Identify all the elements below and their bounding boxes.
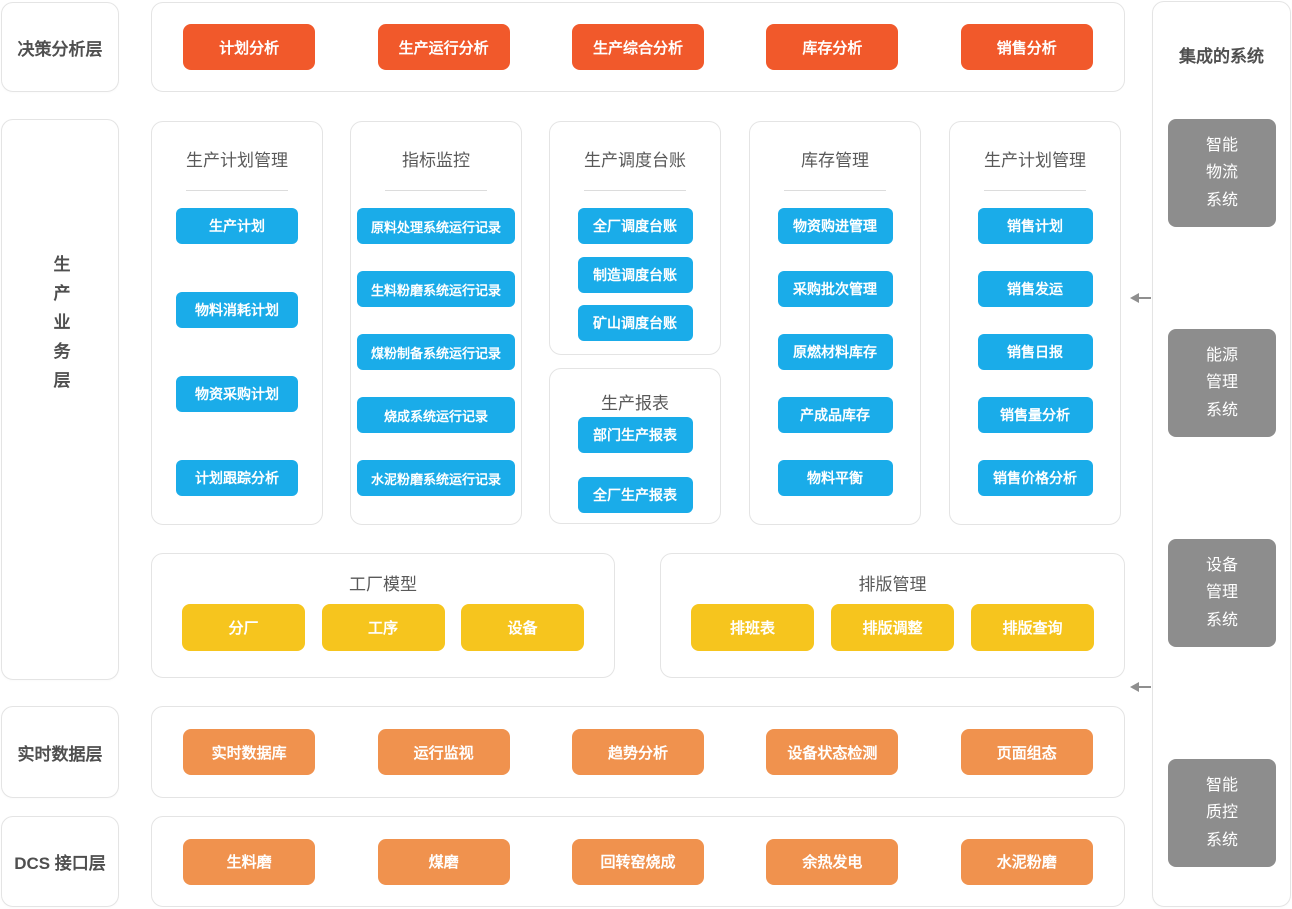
panel-title: 生产计划管理 <box>186 151 288 170</box>
module-button[interactable]: 排版查询 <box>971 604 1094 651</box>
decision-layer-panel: 计划分析 生产运行分析 生产综合分析 库存分析 销售分析 <box>151 2 1125 92</box>
module-button[interactable]: 生产计划 <box>176 208 298 244</box>
dcs-module-button[interactable]: 生料磨 <box>183 838 316 885</box>
realtime-layer-panel: 实时数据库 运行监视 趋势分析 设备状态检测 页面组态 <box>151 706 1125 798</box>
module-button[interactable]: 产成品库存 <box>777 397 893 433</box>
integrated-systems-panel: 集成的系统 智能 物流 系统 能源 管理 系统 设备 管理 系统 智能 质控 系… <box>1152 1 1291 907</box>
module-button[interactable]: 水泥粉磨系统运行记录 <box>357 460 515 496</box>
system-box-energy[interactable]: 能源 管理 系统 <box>1168 329 1276 437</box>
integrated-systems-title: 集成的系统 <box>1179 47 1264 66</box>
divider <box>385 190 487 191</box>
divider <box>984 190 1086 191</box>
layer-label-realtime: 实时数据层 <box>17 744 103 764</box>
module-button[interactable]: 烧成系统运行记录 <box>357 397 515 433</box>
layer-label-dcs: DCS 接口层 <box>14 854 106 873</box>
divider <box>186 190 288 191</box>
module-button[interactable]: 物料平衡 <box>777 460 893 496</box>
divider <box>584 190 686 191</box>
system-box-quality[interactable]: 智能 质控 系统 <box>1168 759 1276 867</box>
realtime-module-button[interactable]: 运行监视 <box>377 729 510 775</box>
arrow-left-icon <box>1130 681 1151 693</box>
module-button[interactable]: 分厂 <box>182 604 305 651</box>
dcs-module-button[interactable]: 水泥粉磨 <box>960 838 1093 885</box>
panel-production-reports: 生产报表 部门生产报表 全厂生产报表 <box>549 368 721 524</box>
panel-sales-plan-mgmt: 生产计划管理 销售计划 销售发运 销售日报 销售量分析 销售价格分析 <box>949 121 1121 525</box>
panel-title: 工厂模型 <box>349 575 417 594</box>
module-button[interactable]: 矿山调度台账 <box>577 305 693 341</box>
module-button[interactable]: 销售量分析 <box>977 397 1093 433</box>
panel-production-plan-mgmt: 生产计划管理 生产计划 物料消耗计划 物资采购计划 计划跟踪分析 <box>151 121 323 525</box>
panel-title: 生产计划管理 <box>984 151 1086 170</box>
realtime-module-button[interactable]: 设备状态检测 <box>766 729 899 775</box>
dcs-module-button[interactable]: 煤磨 <box>377 838 510 885</box>
decision-module-button[interactable]: 销售分析 <box>960 24 1093 70</box>
panel-layout-mgmt: 排版管理 排班表 排版调整 排版查询 <box>660 553 1125 678</box>
module-button[interactable]: 物资购进管理 <box>777 208 893 244</box>
layer-card-decision: 决策分析层 <box>1 2 119 92</box>
module-button[interactable]: 计划跟踪分析 <box>176 460 298 496</box>
realtime-module-button[interactable]: 页面组态 <box>960 729 1093 775</box>
module-button[interactable]: 原燃材料库存 <box>777 334 893 370</box>
layer-card-business: 生产业务层 <box>1 119 119 680</box>
dcs-module-button[interactable]: 余热发电 <box>766 838 899 885</box>
module-button[interactable]: 销售发运 <box>977 271 1093 307</box>
module-button[interactable]: 销售价格分析 <box>977 460 1093 496</box>
arrow-left-icon <box>1130 292 1151 304</box>
dcs-layer-panel: 生料磨 煤磨 回转窑烧成 余热发电 水泥粉磨 <box>151 816 1125 907</box>
panel-factory-model: 工厂模型 分厂 工序 设备 <box>151 553 615 678</box>
layer-label-decision: 决策分析层 <box>17 39 103 59</box>
layer-label-business: 生产业务层 <box>50 254 70 400</box>
panel-title: 库存管理 <box>801 151 869 170</box>
layer-card-dcs: DCS 接口层 <box>1 816 119 907</box>
module-button[interactable]: 生料粉磨系统运行记录 <box>357 271 515 307</box>
module-button[interactable]: 采购批次管理 <box>777 271 893 307</box>
decision-module-button[interactable]: 生产综合分析 <box>571 24 704 70</box>
decision-module-button[interactable]: 生产运行分析 <box>377 24 510 70</box>
module-button[interactable]: 物资采购计划 <box>176 376 298 412</box>
module-button[interactable]: 原料处理系统运行记录 <box>357 208 515 244</box>
module-button[interactable]: 设备 <box>461 604 584 651</box>
module-button[interactable]: 煤粉制备系统运行记录 <box>357 334 515 370</box>
system-box-equipment[interactable]: 设备 管理 系统 <box>1168 539 1276 647</box>
decision-module-button[interactable]: 库存分析 <box>766 24 899 70</box>
module-button[interactable]: 全厂生产报表 <box>577 477 693 513</box>
realtime-module-button[interactable]: 趋势分析 <box>571 729 704 775</box>
divider <box>784 190 886 191</box>
module-button[interactable]: 物料消耗计划 <box>176 292 298 328</box>
panel-indicator-monitoring: 指标监控 原料处理系统运行记录 生料粉磨系统运行记录 煤粉制备系统运行记录 烧成… <box>350 121 522 525</box>
dcs-module-button[interactable]: 回转窑烧成 <box>571 838 704 885</box>
panel-title: 指标监控 <box>402 151 470 170</box>
panel-title: 生产报表 <box>601 394 669 413</box>
module-button[interactable]: 排班表 <box>691 604 814 651</box>
module-button[interactable]: 销售计划 <box>977 208 1093 244</box>
module-button[interactable]: 排版调整 <box>831 604 954 651</box>
realtime-module-button[interactable]: 实时数据库 <box>183 729 316 775</box>
panel-inventory-mgmt: 库存管理 物资购进管理 采购批次管理 原燃材料库存 产成品库存 物料平衡 <box>749 121 921 525</box>
module-button[interactable]: 全厂调度台账 <box>577 208 693 244</box>
panel-dispatch-ledger: 生产调度台账 全厂调度台账 制造调度台账 矿山调度台账 <box>549 121 721 355</box>
module-button[interactable]: 制造调度台账 <box>577 256 693 293</box>
decision-module-button[interactable]: 计划分析 <box>183 24 316 70</box>
layer-card-realtime: 实时数据层 <box>1 706 119 798</box>
system-box-logistics[interactable]: 智能 物流 系统 <box>1168 119 1276 227</box>
panel-title: 生产调度台账 <box>584 151 686 170</box>
module-button[interactable]: 工序 <box>321 604 445 651</box>
module-button[interactable]: 销售日报 <box>977 334 1093 370</box>
module-button[interactable]: 部门生产报表 <box>577 417 693 453</box>
panel-title: 排版管理 <box>858 575 927 594</box>
